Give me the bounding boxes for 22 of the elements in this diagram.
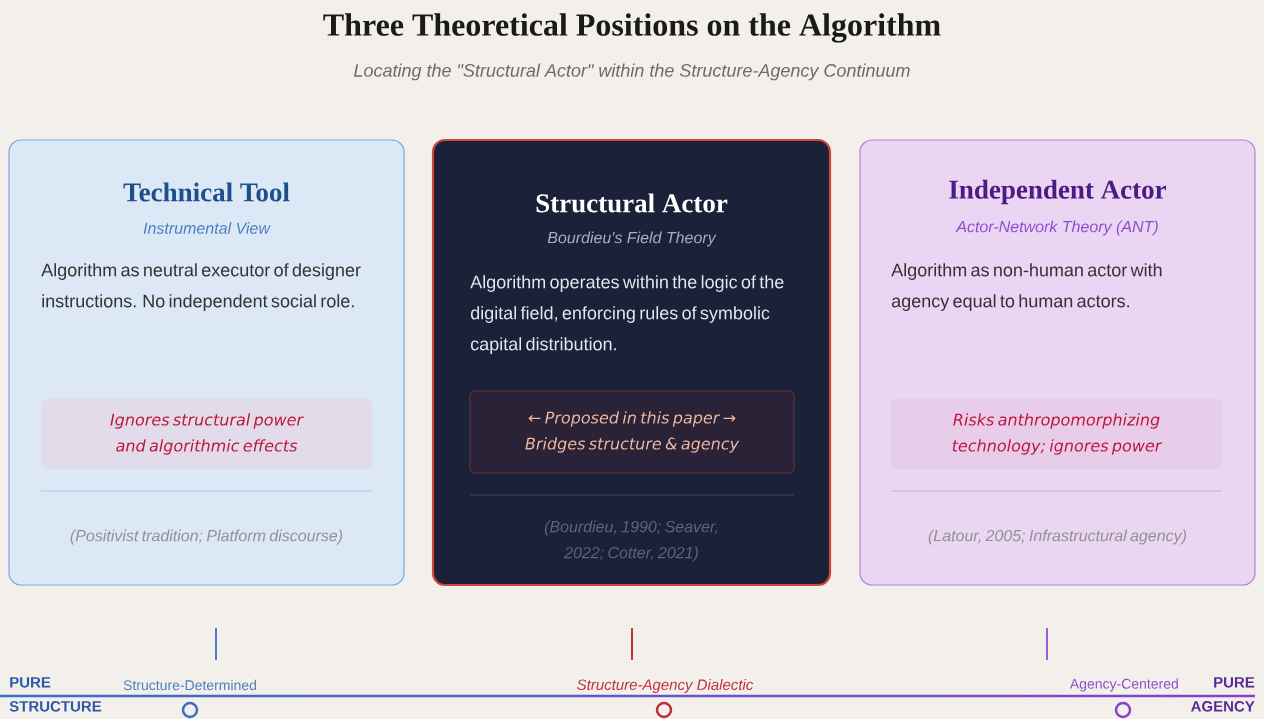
- position-label: Agency-Centered: [1069, 678, 1178, 692]
- card-title: Technical Tool: [123, 182, 290, 202]
- description-text: Algorithm as neutral executor of designer instructions. No independent social role.: [41, 263, 361, 311]
- axis-end-label: PURE STRUCTURE: [9, 677, 102, 712]
- card-title: Independent Actor: [949, 179, 1167, 205]
- critique-box: Risks anthropomorphizing technology; ignores power: [891, 399, 1222, 469]
- position-label: Structure-Determined: [123, 679, 256, 691]
- card-subtitle: Bourdieu's Field Theory: [547, 231, 717, 247]
- title: Three Theoretical Positions on the Algorithm: [323, 13, 941, 43]
- critique-box: ← Proposed in this paper → Bridges structure & agency: [469, 390, 795, 474]
- card-title: Structural Actor: [536, 193, 728, 213]
- citation-text: (Latour, 2005; Infrastructural agency): [928, 529, 1187, 545]
- description-text: Algorithm operates within the logic of the digital field, enforcing rules of symbolic capital distribution.: [470, 275, 784, 354]
- citation-text: (Positivist tradition; Platform discourse): [70, 529, 343, 545]
- card-subtitle: Actor-Network Theory (ANT): [955, 220, 1158, 236]
- subtitle: Locating the "Structural Actor" within the Structure-Agency Continuum: [354, 63, 910, 81]
- description-text: Algorithm as non-human actor with agency equal to human actors.: [891, 263, 1162, 311]
- card-subtitle: Instrumental View: [143, 222, 271, 234]
- position-label: Structure-Agency Dialectic: [577, 679, 754, 693]
- critique-box: Ignores structural power and algorithmic effects: [41, 399, 372, 469]
- citation-text: (Bourdieu, 1990; Seaver, 2022; Cotter, 2021): [544, 520, 717, 562]
- axis-end-label: PURE AGENCY: [1191, 677, 1255, 712]
